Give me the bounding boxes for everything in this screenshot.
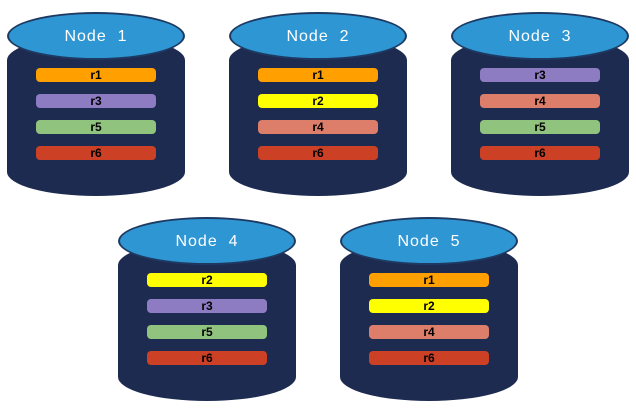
database-node-node-1: Node 1 r1 r3 r5 r6 [7, 12, 185, 196]
record-label: r6 [201, 351, 213, 365]
database-node-node-4: Node 4 r2 r3 r5 r6 [118, 217, 296, 401]
record-label: r2 [423, 299, 435, 313]
record-label: r5 [534, 120, 546, 134]
record-bar-r4: r4 [480, 94, 600, 108]
node-row-bottom: Node 4 r2 r3 r5 r6 Node 5 r1 r2 r4 r6 [0, 217, 636, 401]
record-list: r2 r3 r5 r6 [118, 273, 296, 365]
record-list: r1 r3 r5 r6 [7, 68, 185, 160]
cylinder-top-ellipse: Node 5 [340, 217, 518, 265]
record-label: r5 [90, 120, 102, 134]
cylinder-top-ellipse: Node 4 [118, 217, 296, 265]
record-label: r2 [312, 94, 324, 108]
record-label: r5 [201, 325, 213, 339]
cylinder-body [451, 36, 629, 196]
record-label: r4 [312, 120, 324, 134]
record-bar-r3: r3 [480, 68, 600, 82]
record-bar-r2: r2 [369, 299, 489, 313]
record-label: r6 [534, 146, 546, 160]
record-list: r3 r4 r5 r6 [451, 68, 629, 160]
record-bar-r2: r2 [258, 94, 378, 108]
node-label: Node 1 [64, 28, 128, 45]
node-label: Node 3 [508, 28, 572, 45]
cylinder-top-ellipse: Node 3 [451, 12, 629, 60]
record-bar-r5: r5 [480, 120, 600, 134]
record-label: r2 [201, 273, 213, 287]
record-bar-r6: r6 [36, 146, 156, 160]
record-bar-r6: r6 [147, 351, 267, 365]
record-bar-r1: r1 [369, 273, 489, 287]
record-label: r3 [534, 68, 546, 82]
cylinder-body [7, 36, 185, 196]
record-bar-r6: r6 [480, 146, 600, 160]
record-label: r1 [90, 68, 102, 82]
database-node-node-3: Node 3 r3 r4 r5 r6 [451, 12, 629, 196]
record-bar-r1: r1 [258, 68, 378, 82]
record-label: r6 [312, 146, 324, 160]
record-label: r4 [423, 325, 435, 339]
cylinder-top-ellipse: Node 1 [7, 12, 185, 60]
record-list: r1 r2 r4 r6 [340, 273, 518, 365]
record-label: r6 [90, 146, 102, 160]
cylinder-body [229, 36, 407, 196]
node-label: Node 4 [175, 233, 239, 250]
node-label: Node 2 [286, 28, 350, 45]
cylinder-body [340, 241, 518, 401]
cylinder-top-ellipse: Node 2 [229, 12, 407, 60]
record-bar-r1: r1 [36, 68, 156, 82]
record-bar-r4: r4 [258, 120, 378, 134]
database-node-node-5: Node 5 r1 r2 r4 r6 [340, 217, 518, 401]
node-label: Node 5 [397, 233, 461, 250]
cylinder-body [118, 241, 296, 401]
record-label: r1 [423, 273, 435, 287]
record-label: r4 [534, 94, 546, 108]
record-label: r3 [90, 94, 102, 108]
record-bar-r3: r3 [36, 94, 156, 108]
record-bar-r6: r6 [369, 351, 489, 365]
record-label: r3 [201, 299, 213, 313]
record-bar-r6: r6 [258, 146, 378, 160]
record-bar-r2: r2 [147, 273, 267, 287]
record-bar-r5: r5 [36, 120, 156, 134]
record-label: r6 [423, 351, 435, 365]
record-bar-r4: r4 [369, 325, 489, 339]
database-node-node-2: Node 2 r1 r2 r4 r6 [229, 12, 407, 196]
record-list: r1 r2 r4 r6 [229, 68, 407, 160]
node-row-top: Node 1 r1 r3 r5 r6 Node 2 r1 r2 r4 r6 No… [0, 0, 636, 196]
record-label: r1 [312, 68, 324, 82]
record-bar-r5: r5 [147, 325, 267, 339]
record-bar-r3: r3 [147, 299, 267, 313]
